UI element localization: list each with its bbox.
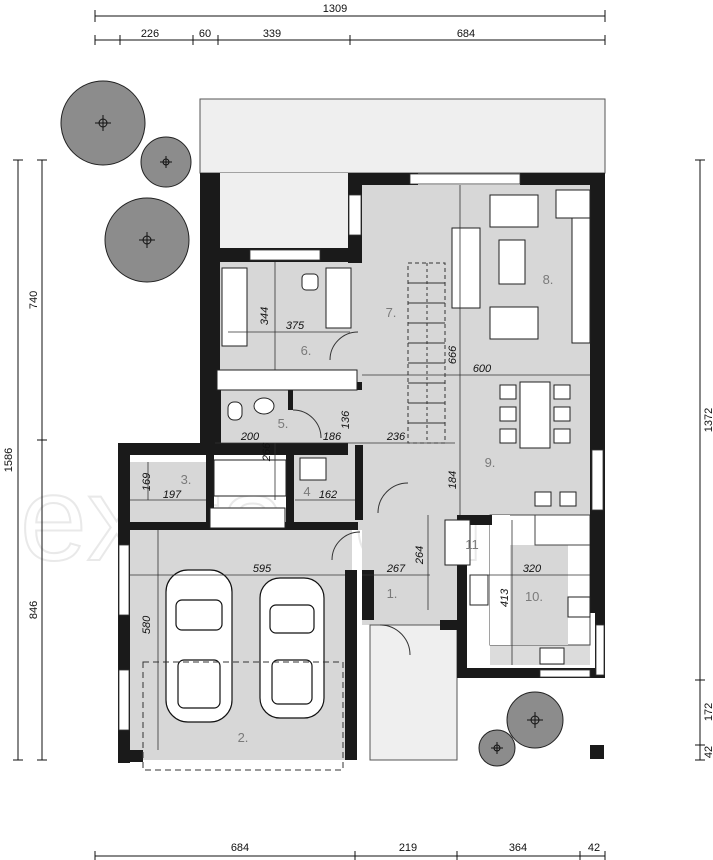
dim-top-seg-1: 226 <box>141 28 159 40</box>
right-dimensions <box>695 159 705 761</box>
bottom-dimensions <box>94 851 606 860</box>
dining-table-icon <box>519 381 551 449</box>
windows <box>118 173 605 731</box>
doors <box>292 331 411 656</box>
armchair-icon <box>489 306 539 340</box>
desk-icon <box>325 267 352 329</box>
furniture <box>209 189 591 665</box>
toilet-icon <box>227 401 243 421</box>
door <box>379 624 411 656</box>
dim-room4-width: 162 <box>319 489 337 501</box>
dim-left-seg-2: 846 <box>28 601 40 619</box>
dim-kitchen-width: 320 <box>523 563 542 575</box>
dim-garage-width: 595 <box>253 563 272 575</box>
dim-right-seg-1: 1372 <box>703 408 713 432</box>
dim-left-seg-1: 740 <box>28 291 40 309</box>
dim-room3-height: 169 <box>141 473 153 491</box>
dim-living-width: 600 <box>473 363 492 375</box>
dim-entry-width: 267 <box>386 563 406 575</box>
coffee-table-icon <box>498 239 526 285</box>
dim-hall-b: 136 <box>340 410 352 429</box>
tree-markers <box>95 115 543 754</box>
parking-outline <box>142 661 344 771</box>
dining-chair-icon <box>499 384 517 400</box>
door <box>292 409 322 439</box>
dim-bottom-seg-1: 684 <box>231 842 249 854</box>
hob-icon <box>567 596 591 618</box>
dining-chair-icon <box>553 384 571 400</box>
room-label-9: 9. <box>485 455 496 470</box>
dim-top-seg-2: 60 <box>199 28 211 40</box>
room-label-4: 4 <box>303 484 310 499</box>
dim-entry-height: 264 <box>414 546 426 565</box>
dining-chair-icon <box>499 428 517 444</box>
room-label-7: 7. <box>386 305 397 320</box>
dim-overall-width: 1309 <box>323 3 347 15</box>
staircase <box>407 262 446 444</box>
door <box>329 331 359 361</box>
stool-icon <box>534 491 552 507</box>
pantry-icon <box>444 519 471 566</box>
dim-bottom-seg-2: 219 <box>399 842 417 854</box>
dim-bottom-seg-4: 42 <box>588 842 600 854</box>
tv-unit <box>571 217 591 344</box>
dim-room6-width: 375 <box>286 320 305 332</box>
tv-cabinet <box>555 189 591 219</box>
dim-right-seg-2: 172 <box>703 703 713 721</box>
stool-icon <box>559 491 577 507</box>
wardrobe <box>216 369 358 391</box>
dim-bath-width: 200 <box>240 431 260 443</box>
dim-hall-c: 236 <box>386 431 406 443</box>
dim-hall-d: 184 <box>447 471 459 489</box>
room-label-10: 10. <box>525 589 543 604</box>
sink-icon <box>253 397 275 415</box>
room-label-3: 3. <box>181 472 192 487</box>
kitchen-sink-icon <box>539 647 565 665</box>
dining-chair-icon <box>553 406 571 422</box>
room-label-8: 8. <box>543 272 554 287</box>
washer-icon <box>299 457 327 481</box>
terrace <box>199 98 606 174</box>
dim-room6-height: 344 <box>259 307 271 325</box>
terrace-lower <box>220 173 348 253</box>
shower-tray <box>213 459 287 497</box>
armchair-icon <box>489 194 539 228</box>
room-label-5: 5. <box>278 416 289 431</box>
left-dimensions <box>13 159 47 761</box>
dim-top-seg-3: 339 <box>263 28 281 40</box>
top-dimensions <box>94 10 606 45</box>
inner-dimension-lines <box>130 185 590 750</box>
garage-cabinet <box>209 507 286 529</box>
room-label-6: 6. <box>301 343 312 358</box>
chair-icon <box>301 273 319 291</box>
dim-hall-a: 186 <box>323 431 342 443</box>
dim-overall-height: 1586 <box>3 448 15 472</box>
dim-top-seg-4: 684 <box>457 28 475 40</box>
boiler-icon <box>469 574 489 606</box>
dim-garage-height: 580 <box>141 615 153 634</box>
dining-chair-icon <box>553 428 571 444</box>
car-icon <box>259 577 325 719</box>
dining-chair-icon <box>499 406 517 422</box>
room-label-1: 1. <box>387 586 398 601</box>
door <box>377 482 409 514</box>
dim-bath-gap: 266 <box>261 442 273 462</box>
dim-room3-width: 197 <box>163 489 182 501</box>
room-label-2: 2. <box>238 730 249 745</box>
entrance-porch <box>369 624 458 761</box>
car-icon <box>165 569 233 723</box>
door <box>331 531 361 561</box>
dim-kitchen-height: 413 <box>499 588 511 607</box>
dim-stair-height: 666 <box>447 345 459 364</box>
cars <box>165 569 325 723</box>
dim-right-seg-3: 42 <box>703 746 713 758</box>
room-label-11: 11 <box>465 537 479 552</box>
dim-bottom-seg-3: 364 <box>509 842 527 854</box>
bed-icon <box>221 267 248 347</box>
sofa-icon <box>451 227 481 309</box>
